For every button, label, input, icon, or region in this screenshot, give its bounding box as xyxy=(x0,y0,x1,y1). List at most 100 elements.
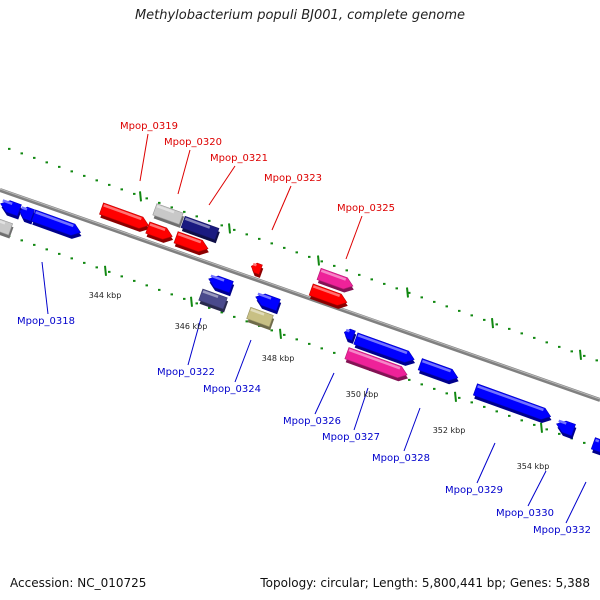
gene-feature[interactable] xyxy=(98,202,152,235)
gene-feature[interactable] xyxy=(145,221,176,246)
scale-dot xyxy=(183,210,186,213)
gene-label-mpop_0319[interactable]: Mpop_0319 xyxy=(120,121,178,132)
gene-label-mpop_0324[interactable]: Mpop_0324 xyxy=(203,384,261,395)
scale-dot xyxy=(595,359,598,362)
scale-dot xyxy=(333,264,336,267)
gene-feature[interactable] xyxy=(590,437,600,456)
label-leader xyxy=(139,133,149,182)
scale-dot xyxy=(258,237,261,240)
scale-dot xyxy=(58,165,61,168)
gene-label-mpop_0326[interactable]: Mpop_0326 xyxy=(283,416,341,427)
genome-backbone xyxy=(0,188,600,402)
gene-highlight xyxy=(320,269,347,281)
gene-feature[interactable] xyxy=(0,218,15,239)
scale-dot xyxy=(133,279,136,282)
gene-highlight xyxy=(103,204,142,221)
label-leader-lines xyxy=(41,133,587,524)
gene-body xyxy=(250,262,263,275)
gene-label-mpop_0332[interactable]: Mpop_0332 xyxy=(533,525,591,536)
scale-dot xyxy=(220,224,223,227)
gene-label-mpop_0329[interactable]: Mpop_0329 xyxy=(445,485,503,496)
scale-dot xyxy=(70,170,73,173)
gene-feature[interactable] xyxy=(417,358,462,387)
gene-label-mpop_0322[interactable]: Mpop_0322 xyxy=(157,367,215,378)
scale-dot xyxy=(83,174,86,177)
gene-feature[interactable] xyxy=(180,215,221,244)
gene-feature[interactable] xyxy=(472,383,554,426)
scale-dot xyxy=(20,239,23,242)
scale-dot xyxy=(583,441,586,444)
gene-feature[interactable] xyxy=(344,347,411,384)
genome-summary-text: Topology: circular; Length: 5,800,441 bp… xyxy=(260,576,590,590)
scale-dot xyxy=(370,278,373,281)
gene-body xyxy=(590,437,600,453)
gene-feature[interactable] xyxy=(316,267,357,295)
gene-body xyxy=(0,218,14,236)
major-tick xyxy=(190,296,193,307)
gene-label-mpop_0328[interactable]: Mpop_0328 xyxy=(372,453,430,464)
gene-body xyxy=(0,200,22,217)
gene-label-mpop_0327[interactable]: Mpop_0327 xyxy=(322,432,380,443)
scale-dot xyxy=(408,378,411,381)
gene-highlight xyxy=(421,359,452,373)
scale-dot xyxy=(420,383,423,386)
gene-highlight xyxy=(21,206,28,211)
gene-feature[interactable] xyxy=(246,306,276,331)
scale-dot xyxy=(208,306,211,309)
gene-highlight xyxy=(250,308,265,316)
scale-dot xyxy=(558,432,561,435)
label-leader xyxy=(314,372,335,415)
gene-feature[interactable] xyxy=(253,291,283,315)
gene-body xyxy=(198,288,228,310)
major-tick xyxy=(317,255,320,266)
scale-dot xyxy=(183,297,186,300)
gene-feature[interactable] xyxy=(0,198,23,220)
label-leader xyxy=(177,149,191,195)
scale-dot xyxy=(520,332,523,335)
gene-feature[interactable] xyxy=(206,273,236,297)
gene-feature[interactable] xyxy=(308,283,351,312)
gene-body xyxy=(246,306,274,328)
scale-dot xyxy=(20,152,23,155)
gene-feature[interactable] xyxy=(198,288,229,313)
scale-dot xyxy=(208,219,211,222)
scale-label: 354 kbp xyxy=(517,462,550,471)
scale-dot xyxy=(470,401,473,404)
scale-dot xyxy=(33,156,36,159)
gene-feature[interactable] xyxy=(353,332,418,369)
gene-feature[interactable] xyxy=(30,209,84,242)
scale-dot xyxy=(170,293,173,296)
scale-dot xyxy=(283,333,286,336)
gene-highlight xyxy=(595,438,600,443)
scale-dot xyxy=(170,206,173,209)
gene-feature[interactable] xyxy=(553,418,577,440)
scale-dot xyxy=(420,296,423,299)
scale-dot xyxy=(145,197,148,200)
scale-dot xyxy=(508,327,511,330)
gene-label-mpop_0320[interactable]: Mpop_0320 xyxy=(164,137,222,148)
gene-feature[interactable] xyxy=(173,231,212,258)
scale-dot xyxy=(320,260,323,263)
gene-feature[interactable] xyxy=(152,203,185,228)
gene-label-mpop_0330[interactable]: Mpop_0330 xyxy=(496,508,554,519)
backbone-highlight xyxy=(0,188,600,400)
label-leader xyxy=(353,387,369,431)
scale-dot xyxy=(458,396,461,399)
gene-highlight xyxy=(0,220,6,225)
gene-label-mpop_0325[interactable]: Mpop_0325 xyxy=(337,203,395,214)
scale-dot xyxy=(495,323,498,326)
gene-feature[interactable] xyxy=(249,262,265,278)
major-tick xyxy=(406,287,409,298)
gene-highlight xyxy=(149,223,166,232)
scale-label: 346 kbp xyxy=(175,322,208,331)
gene-feature[interactable] xyxy=(342,328,358,344)
gene-highlight xyxy=(348,348,401,370)
scale-label: 344 kbp xyxy=(89,291,122,300)
scale-dot xyxy=(158,201,161,204)
page-title: Methylobacterium populi BJ001, complete … xyxy=(134,8,466,23)
scale-dot xyxy=(308,255,311,258)
gene-label-mpop_0323[interactable]: Mpop_0323 xyxy=(264,173,322,184)
gene-label-mpop_0321[interactable]: Mpop_0321 xyxy=(210,153,268,164)
gene-label-mpop_0318[interactable]: Mpop_0318 xyxy=(17,316,75,327)
